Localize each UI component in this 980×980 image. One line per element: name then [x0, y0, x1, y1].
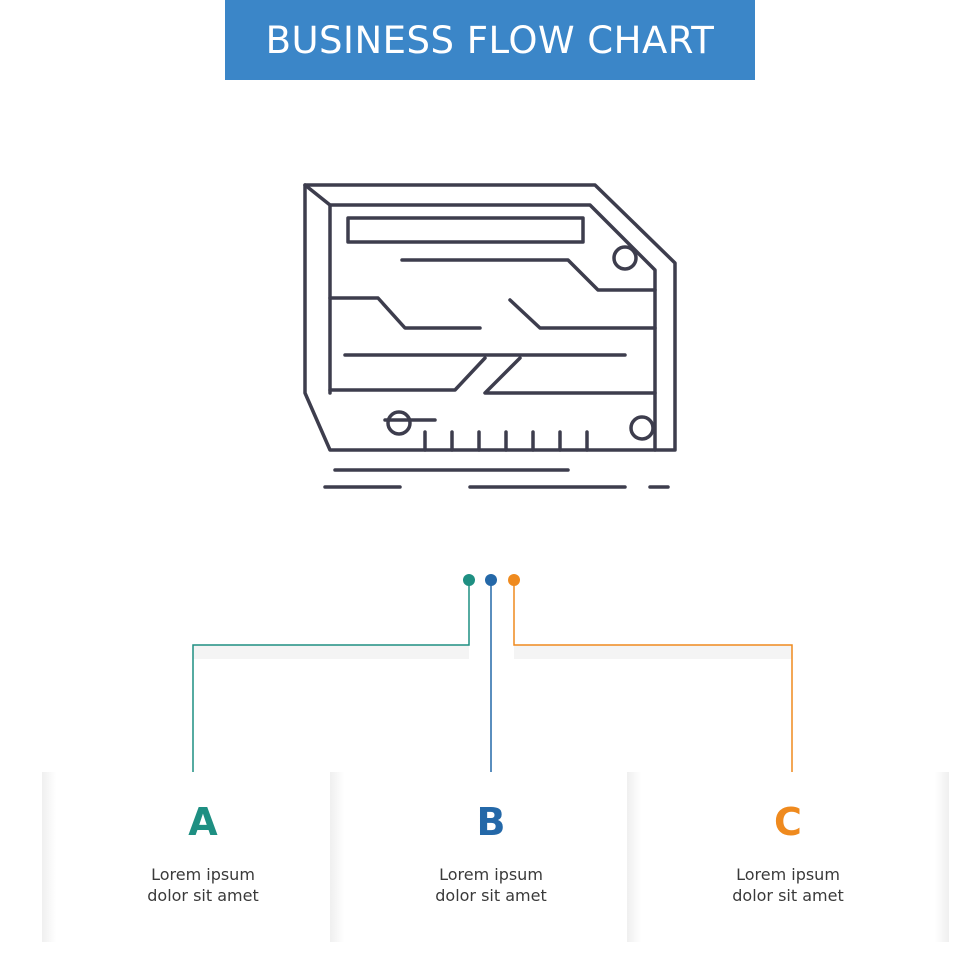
step-line1-a: Lorem ipsum [151, 865, 255, 884]
circuit-card-icon [303, 183, 677, 489]
step-line1-c: Lorem ipsum [736, 865, 840, 884]
step-description-a: Lorem ipsum dolor sit amet [42, 864, 364, 906]
step-line1-b: Lorem ipsum [439, 865, 543, 884]
step-letter-c: C [774, 800, 802, 844]
step-card-b: B Lorem ipsum dolor sit amet [330, 772, 652, 942]
step-card-c: C Lorem ipsum dolor sit amet [627, 772, 949, 942]
connector-a [192, 585, 470, 782]
connector-shadow-a [193, 645, 469, 659]
step-card-a: A Lorem ipsum dolor sit amet [42, 772, 364, 942]
node-dot-c [508, 574, 520, 586]
step-line2-a: dolor sit amet [147, 886, 259, 905]
node-dot-a [463, 574, 475, 586]
node-dot-b [485, 574, 497, 586]
connector-shadow-c [514, 645, 792, 659]
connector-c [513, 585, 793, 782]
page-title: BUSINESS FLOW CHART [265, 18, 715, 62]
step-line2-c: dolor sit amet [732, 886, 844, 905]
step-letter-a: A [188, 800, 218, 844]
step-line2-b: dolor sit amet [435, 886, 547, 905]
step-description-b: Lorem ipsum dolor sit amet [330, 864, 652, 906]
step-letter-b: B [476, 800, 506, 844]
title-banner: BUSINESS FLOW CHART [225, 0, 755, 80]
step-description-c: Lorem ipsum dolor sit amet [627, 864, 949, 906]
